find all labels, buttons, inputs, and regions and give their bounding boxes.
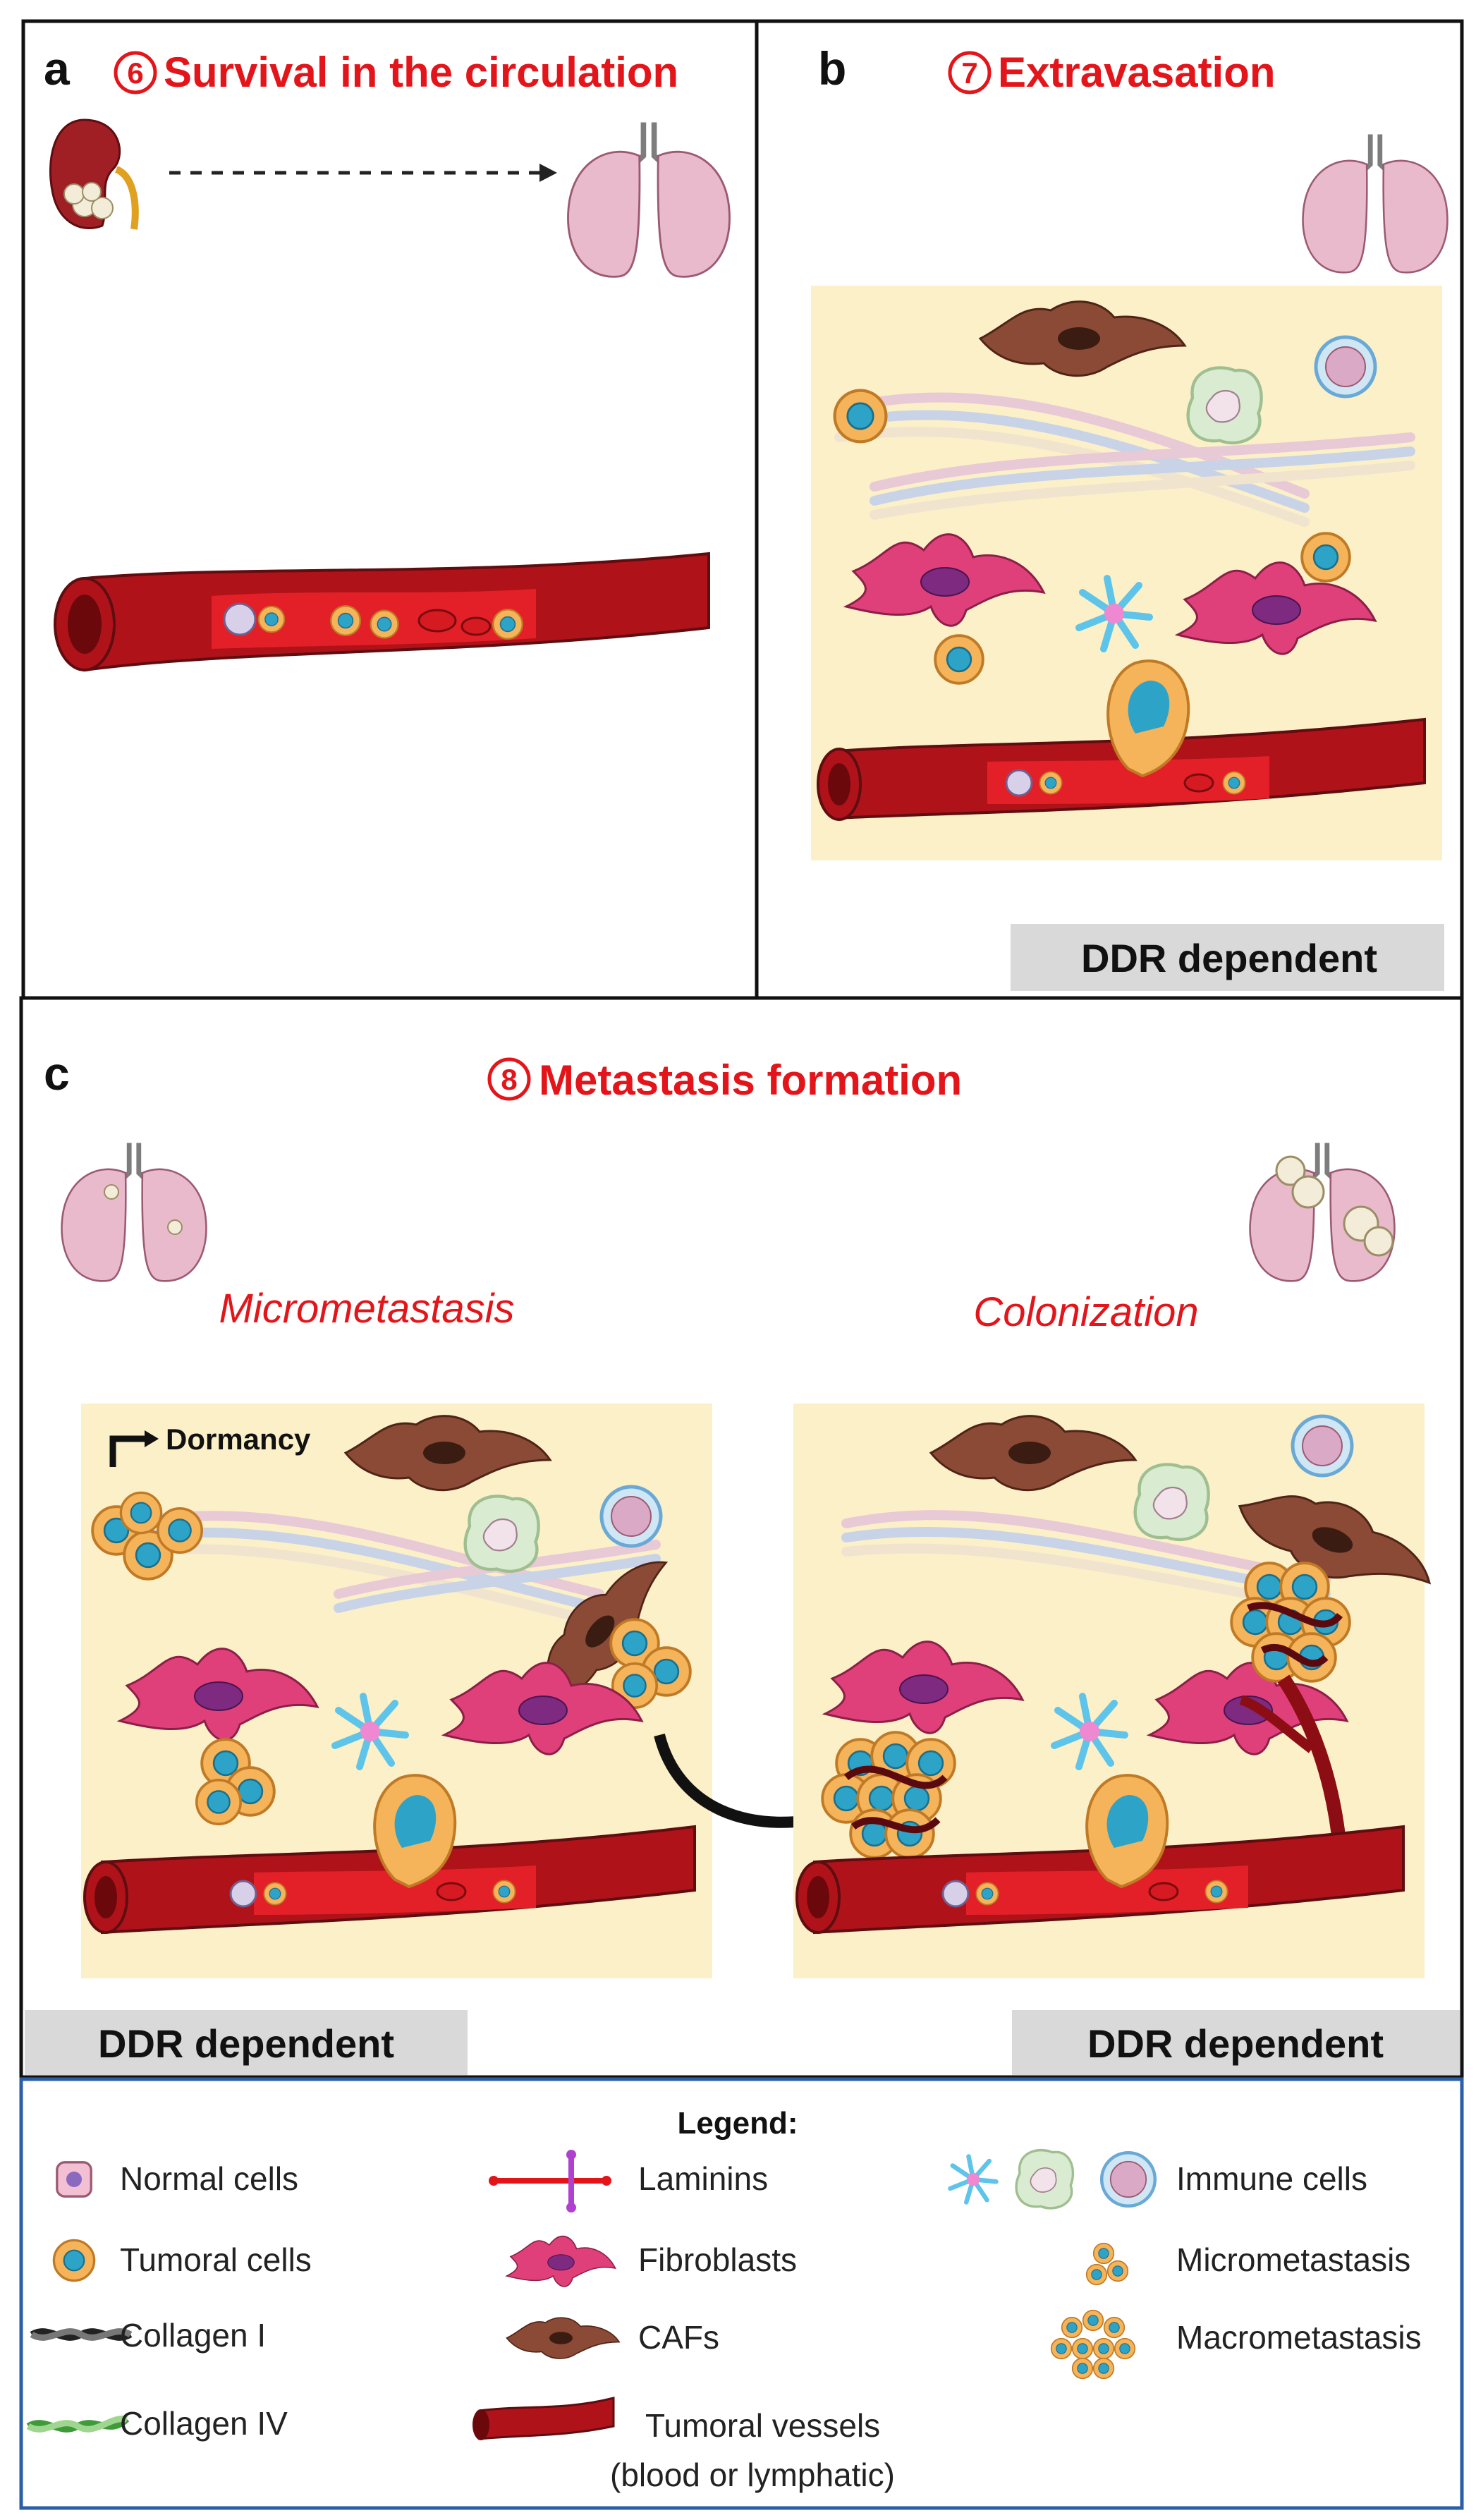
blood-vessel <box>795 1774 1405 1935</box>
tumoral-vessel-icon <box>472 2397 615 2440</box>
legend-collagen-i: Collagen I <box>120 2317 266 2354</box>
immune-cell <box>602 1487 661 1546</box>
immune-cell-icon <box>1102 2153 1155 2206</box>
ddr-label-left: DDR dependent <box>98 2021 394 2066</box>
panel-b-title: Extravasation <box>998 49 1276 96</box>
panel-c-title: Metastasis formation <box>539 1057 962 1104</box>
tumoral-cell <box>835 391 886 442</box>
step-number-badge-7 <box>948 51 992 95</box>
ddr-bar-left <box>25 2010 468 2075</box>
collagen-fibers <box>834 392 1415 527</box>
step-number-badge-8 <box>487 1057 531 1101</box>
ddr-label-right: DDR dependent <box>1087 2021 1384 2066</box>
panel-a: a 6 Survival in the circulation <box>21 19 759 1000</box>
step-number-7: 7 <box>961 56 977 90</box>
panel-c: c 8 Metastasis formation Micrometastasis… <box>19 996 1464 2079</box>
kidney-icon <box>49 118 139 230</box>
lung-icon-right <box>1250 1143 1395 1282</box>
step-number-8: 8 <box>501 1063 517 1096</box>
legend-frame <box>19 2077 1464 2510</box>
macrophage <box>1135 1464 1209 1539</box>
legend-vessels-note: (blood or lymphatic) <box>610 2457 895 2493</box>
legend-micrometastasis: Micrometastasis <box>1176 2241 1410 2278</box>
panel-a-frame <box>21 19 759 1000</box>
normal-cell-icon <box>56 2161 92 2198</box>
micrometastasis-subtitle: Micrometastasis <box>219 1286 515 1332</box>
immune-cell <box>1293 1416 1352 1475</box>
legend-tumoral-cells: Tumoral cells <box>120 2241 312 2278</box>
step-number-badge-6 <box>114 51 157 95</box>
blood-vessel <box>817 659 1426 821</box>
ddr-label: DDR dependent <box>1081 936 1377 980</box>
panel-b: b 7 Extravasation <box>755 19 1464 1000</box>
dormancy-label: Dormancy <box>166 1423 311 1456</box>
collagen-i-icon <box>30 2328 133 2341</box>
legend-collagen-iv: Collagen IV <box>120 2405 288 2442</box>
legend-tumoral-vessels: Tumoral vessels <box>645 2407 880 2444</box>
macrometastasis-cluster <box>1230 1562 1351 1683</box>
tumoral-cell <box>1300 532 1351 583</box>
blood-vessel <box>83 1774 696 1935</box>
colonization-subtitle: Colonization <box>973 1289 1198 1335</box>
immune-cell <box>1316 337 1375 396</box>
panel-a-letter: a <box>44 42 71 95</box>
panel-b-letter: b <box>818 42 846 95</box>
dormancy-arrow-icon <box>109 1435 148 1467</box>
lung-icon-left <box>62 1143 207 1282</box>
legend-fibroblasts: Fibroblasts <box>638 2241 797 2278</box>
ddr-bar-right <box>1012 2010 1460 2075</box>
step-number-6: 6 <box>127 56 143 90</box>
legend-laminins: Laminins <box>638 2160 768 2197</box>
legend-cafs: CAFs <box>638 2319 719 2356</box>
blood-vessel <box>54 552 710 672</box>
dormancy-arrow-head <box>145 1430 159 1447</box>
panel-c-letter: c <box>44 1047 70 1100</box>
ddr-bar <box>1011 924 1444 991</box>
macrophage-icon <box>1015 2148 1075 2210</box>
macrophage <box>465 1496 539 1571</box>
legend-title: Legend: <box>677 2106 798 2141</box>
legend-macrometastasis: Macrometastasis <box>1176 2319 1422 2356</box>
macrometastasis-cluster <box>821 1731 956 1859</box>
legend-normal-cells: Normal cells <box>120 2160 298 2197</box>
legend: Legend: Normal cells Tumoral cells Colla… <box>19 2077 1464 2510</box>
legend-immune-cells: Immune cells <box>1176 2160 1367 2197</box>
tumoral-cell <box>934 634 984 685</box>
laminin-icon <box>489 2150 611 2212</box>
tumoral-cell-icon <box>52 2239 96 2282</box>
collagen-iv-icon <box>26 2415 130 2433</box>
angiogenic-vessel <box>1277 1674 1347 1849</box>
macrophage <box>1188 367 1262 442</box>
dashed-arrow-head <box>539 164 557 182</box>
angiogenic-vessel <box>1239 1695 1315 1753</box>
panel-a-title: Survival in the circulation <box>164 49 678 96</box>
